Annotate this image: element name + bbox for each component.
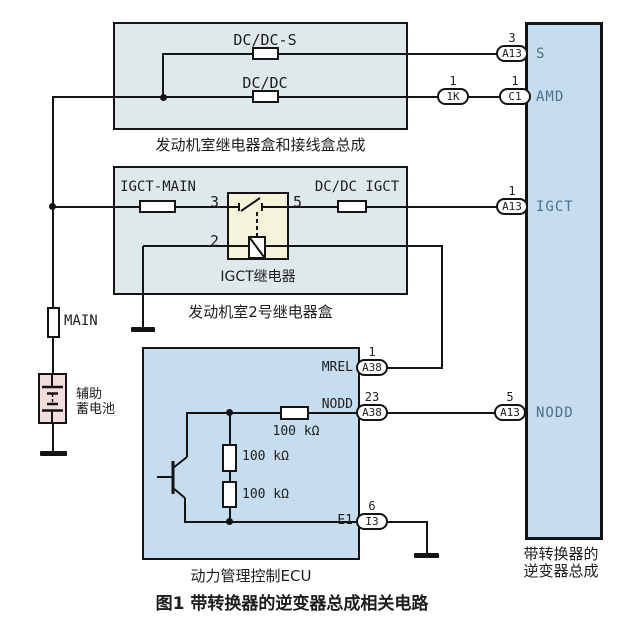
wire-dcdcs-line — [163, 53, 498, 55]
fuse-dcdc-label: DC/DC — [242, 74, 288, 92]
fuse-main-label: MAIN — [64, 313, 98, 329]
battery-label-line1: 辅助 — [76, 387, 103, 402]
wire-relay2-left — [143, 245, 253, 247]
wire-battery-to-ground — [52, 424, 54, 452]
connector-a38-nodd: A38 — [356, 404, 388, 421]
relay-terminal-3: 3 — [210, 193, 220, 211]
wire-dcdc-line — [53, 96, 438, 98]
pin-number: 23 — [364, 390, 380, 404]
relay-terminal-5: 5 — [293, 193, 303, 211]
pin-number: 1 — [511, 74, 519, 88]
connector-a13-igct: A13 — [496, 198, 528, 215]
resistor-bottom-label: 100 kΩ — [242, 487, 289, 502]
fuse-main-icon — [47, 307, 60, 338]
resistor-series-icon — [280, 406, 309, 420]
junction-dot — [49, 203, 56, 210]
connector-a13-nodd: A13 — [494, 404, 526, 421]
pin-number: 1 — [508, 184, 516, 198]
pin-number: 6 — [368, 499, 376, 513]
inverter-assembly-box — [525, 22, 603, 540]
pin-number: 5 — [506, 390, 514, 404]
battery-label-line2: 蓄电池 — [76, 402, 116, 417]
engine-room-no2-relay-box-label: 发动机室2号继电器盒 — [188, 303, 333, 321]
wire-relay5-to-igct-pin — [288, 206, 498, 208]
fuse-dcdc-igct-icon — [337, 200, 367, 213]
relay-coil-diagonal-icon — [249, 237, 265, 258]
wire-coil-to-corner — [263, 245, 443, 247]
inverter-pin-igct: IGCT — [536, 199, 574, 215]
connector-a38-mrel: A38 — [356, 359, 388, 376]
wire-left-trunk — [52, 96, 54, 375]
ecu-pin-nodd-label: NODD — [321, 397, 353, 412]
wire-mrel-stub — [386, 367, 443, 369]
battery-icon — [42, 373, 63, 424]
wire-e1-ground-drop — [426, 521, 428, 554]
junction-dot — [226, 518, 233, 525]
transistor-icon — [157, 412, 188, 523]
inverter-pin-s: S — [536, 46, 546, 62]
pin-number: 1 — [368, 345, 376, 359]
figure-caption: 图1 带转换器的逆变器总成相关电路 — [155, 594, 429, 614]
resistor-top-label: 100 kΩ — [242, 449, 289, 464]
wire-e1-internal — [184, 521, 359, 523]
pin-number: 3 — [508, 31, 516, 45]
fuse-dcdcs-icon — [252, 47, 279, 60]
resistor-bottom-icon — [222, 481, 237, 508]
relay-terminal-2: 2 — [210, 232, 220, 250]
junction-dot — [160, 94, 167, 101]
wire-nodd-internal — [188, 412, 359, 414]
inverter-box-label-line1: 带转换器的 — [523, 545, 599, 563]
wire-1k-to-c1 — [468, 96, 501, 98]
connector-1k: 1K — [437, 88, 469, 105]
wire-dcdcs-riser — [162, 53, 164, 97]
igct-relay-label: IGCT继电器 — [220, 269, 296, 285]
wire-relay2-ground-drop — [142, 246, 144, 328]
fuse-igct-main-icon — [139, 200, 176, 213]
wire-nodd-to-inverter — [386, 412, 496, 414]
fuse-dcdc-igct-label: DC/DC IGCT — [314, 179, 400, 195]
connector-c1-amd: C1 — [499, 88, 531, 105]
ecu-box-label: 动力管理控制ECU — [190, 567, 312, 585]
connector-i3-e1: I3 — [356, 513, 388, 530]
junction-dot — [226, 409, 233, 416]
resistor-top-icon — [222, 444, 237, 472]
ground-icon — [414, 553, 439, 558]
resistor-series-label: 100 kΩ — [272, 424, 320, 439]
relay-switch-icon — [227, 197, 289, 237]
fuse-dcdcs-label: DC/DC-S — [233, 31, 297, 49]
ground-icon — [40, 451, 67, 456]
wire-e1-stub — [386, 521, 428, 523]
inverter-pin-nodd: NODD — [536, 405, 574, 421]
ecu-box — [142, 347, 360, 560]
inverter-pin-amd: AMD — [536, 89, 565, 105]
ecu-pin-mrel-label: MREL — [321, 360, 353, 375]
ground-icon — [131, 327, 155, 332]
ecu-pin-e1-label: E1 — [337, 513, 353, 528]
pin-number: 1 — [449, 74, 457, 88]
engine-relay-junction-box-label: 发动机室继电器盒和接线盒总成 — [155, 136, 366, 154]
connector-a13-s: A13 — [496, 45, 528, 62]
fuse-dcdc-icon — [252, 90, 279, 103]
wire-corner-to-mrel — [441, 245, 443, 369]
inverter-box-label-line2: 逆变器总成 — [523, 562, 599, 580]
fuse-igct-main-label: IGCT-MAIN — [120, 179, 196, 195]
